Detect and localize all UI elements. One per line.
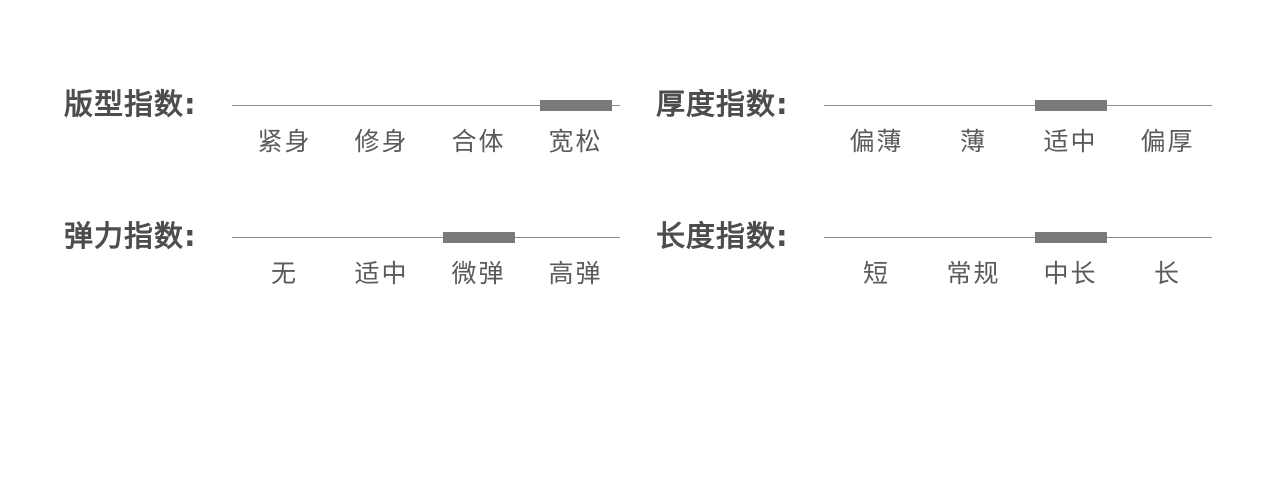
- thickness-option: 偏薄: [849, 127, 904, 156]
- length-option: 长: [1153, 259, 1181, 288]
- length-option: 短: [862, 259, 890, 288]
- elasticity-index-options: 无 适中 微弹 高弹: [236, 258, 624, 290]
- elasticity-option: 无: [270, 259, 298, 288]
- thickness-option: 偏厚: [1140, 127, 1195, 156]
- length-index-marker: [1034, 232, 1107, 243]
- elasticity-option: 适中: [354, 259, 409, 288]
- elasticity-index-scale-line: [232, 237, 620, 238]
- fit-option: 宽松: [548, 127, 603, 156]
- length-index-options: 短 常规 中长 长: [828, 258, 1216, 290]
- elasticity-index-title: 弹力指数:: [64, 219, 197, 253]
- thickness-index-title: 厚度指数:: [656, 87, 789, 121]
- length-option: 常规: [946, 259, 1001, 288]
- thickness-index-scale-line: [824, 105, 1212, 106]
- length-index-scale-line: [824, 237, 1212, 238]
- length-index-title: 长度指数:: [656, 219, 789, 253]
- fit-index-marker: [539, 100, 612, 111]
- length-option: 中长: [1043, 259, 1098, 288]
- elasticity-option: 高弹: [548, 259, 603, 288]
- fit-index-title: 版型指数:: [64, 87, 197, 121]
- fit-option: 修身: [354, 127, 409, 156]
- fit-index-options: 紧身 修身 合体 宽松: [236, 126, 624, 158]
- thickness-index-marker: [1034, 100, 1107, 111]
- elasticity-option: 微弹: [451, 259, 506, 288]
- fit-index-scale-line: [232, 105, 620, 106]
- thickness-option: 薄: [959, 127, 987, 156]
- elasticity-index-marker: [442, 232, 515, 243]
- thickness-option: 适中: [1043, 127, 1098, 156]
- fit-option: 合体: [451, 127, 506, 156]
- thickness-index-options: 偏薄 薄 适中 偏厚: [828, 126, 1216, 158]
- fit-option: 紧身: [257, 127, 312, 156]
